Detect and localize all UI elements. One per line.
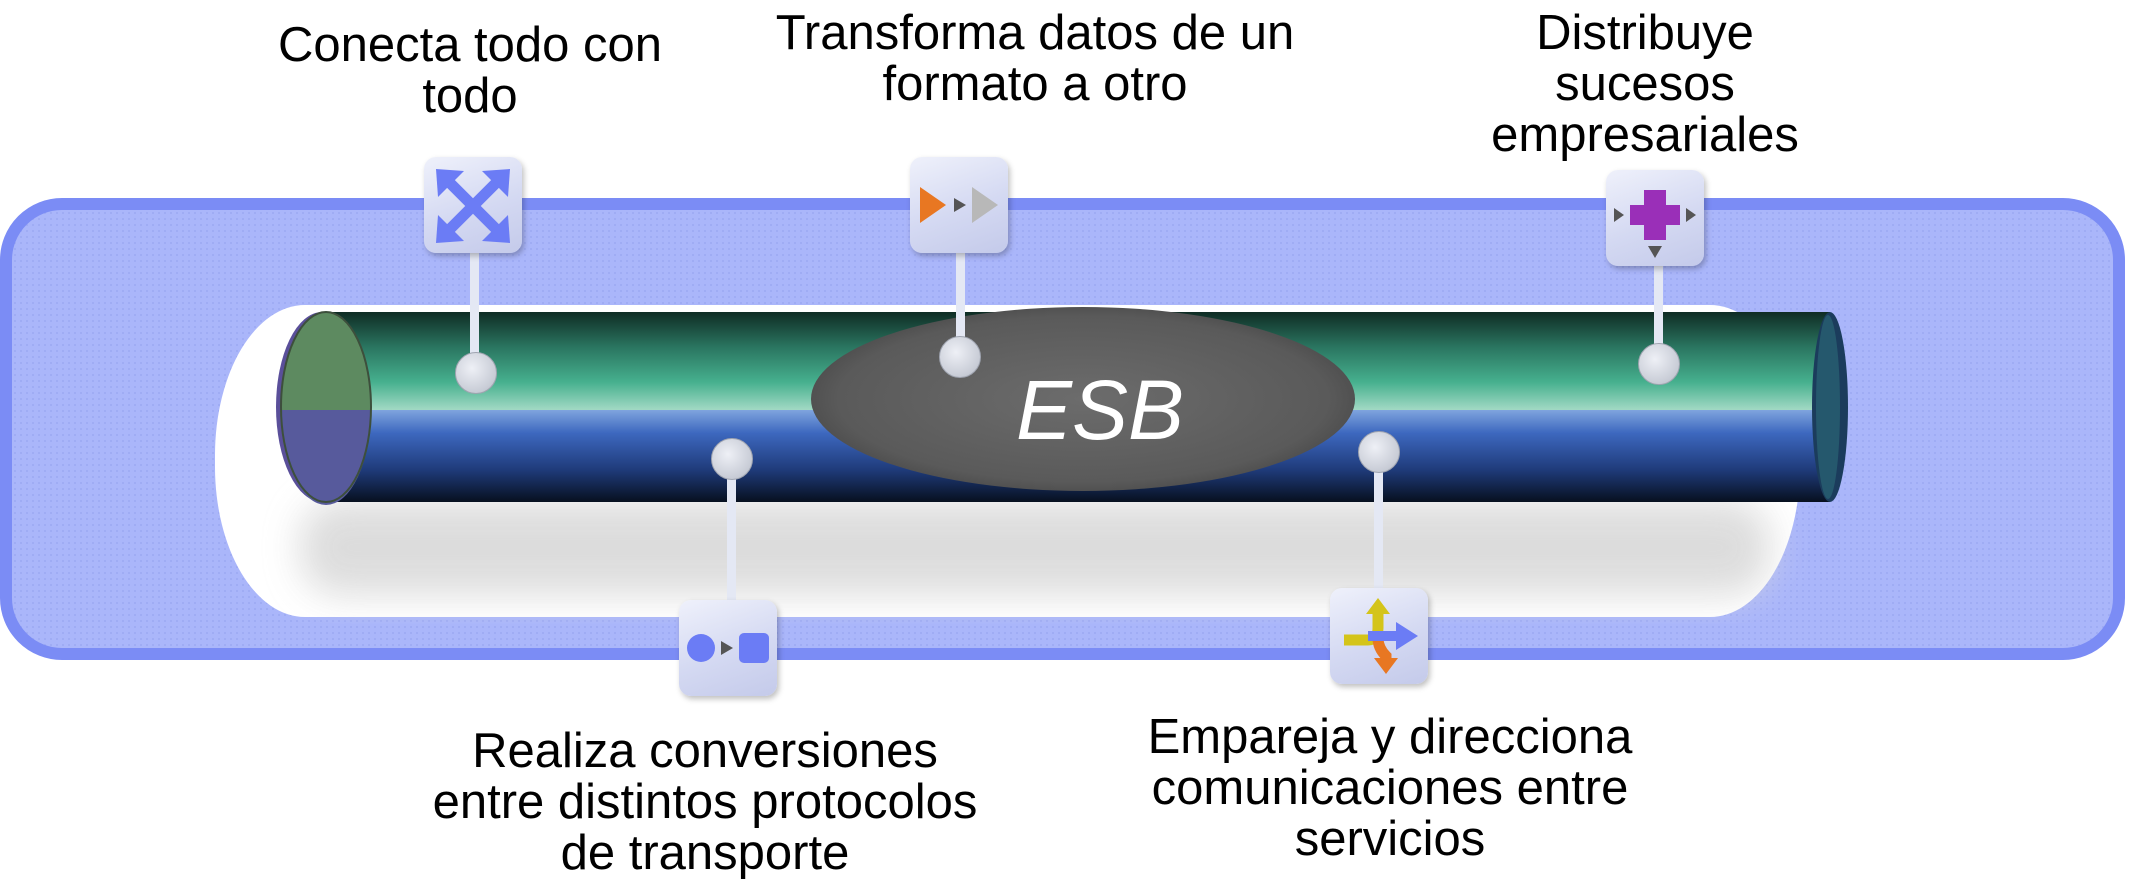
esb-label: ESB xyxy=(1015,363,1185,457)
connect-pin-knob xyxy=(455,352,497,394)
cross-distribute-icon xyxy=(1614,190,1696,258)
convert-tile xyxy=(679,600,777,696)
distribute-pin-stem xyxy=(1654,265,1663,363)
pipe-shadow xyxy=(300,500,1770,595)
transform-label: Transforma datos de un formato a otro xyxy=(735,8,1335,110)
convert-label: Realiza conversiones entre distintos pro… xyxy=(380,726,1030,879)
circle-to-square-icon xyxy=(687,633,769,663)
route-label-line-2: comunicaciones entre xyxy=(1151,761,1629,815)
distribute-label: Distribuye sucesos empresariales xyxy=(1420,8,1870,161)
convert-label-line-2: entre distintos protocolos xyxy=(432,775,978,829)
convert-label-line-1: Realiza conversiones xyxy=(472,724,938,778)
route-label-line-3: servicios xyxy=(1294,812,1486,866)
route-pin-stem xyxy=(1374,450,1383,595)
connect-tile xyxy=(424,157,522,253)
distribute-pin-knob xyxy=(1638,343,1680,385)
distribute-label-line-3: empresariales xyxy=(1491,108,1799,162)
route-label-line-1: Empareja y direcciona xyxy=(1147,710,1633,764)
transform-tile xyxy=(910,157,1008,253)
distribute-tile xyxy=(1606,170,1704,266)
distribute-label-line-2: sucesos xyxy=(1555,57,1735,111)
connect-label-line-2: todo xyxy=(422,69,518,123)
convert-pin-stem xyxy=(727,458,736,606)
convert-label-line-3: de transporte xyxy=(560,826,850,880)
connect-label: Conecta todo con todo xyxy=(240,20,700,122)
distribute-label-line-1: Distribuye xyxy=(1536,6,1754,60)
connect-label-line-1: Conecta todo con xyxy=(277,18,663,72)
transform-label-line-1: Transforma datos de un xyxy=(775,6,1295,60)
connect-pin-stem xyxy=(470,252,479,372)
transform-pin-knob xyxy=(939,336,981,378)
expand-arrows-icon xyxy=(436,169,510,243)
transform-label-line-2: formato a otro xyxy=(882,57,1188,111)
transform-pin-stem xyxy=(956,252,965,357)
route-pin-knob xyxy=(1358,431,1400,473)
route-tile xyxy=(1330,588,1428,684)
convert-pin-knob xyxy=(711,438,753,480)
route-label: Empareja y direcciona comunicaciones ent… xyxy=(1100,712,1680,865)
triangle-flow-icon xyxy=(920,187,998,223)
route-arrows-icon xyxy=(1344,598,1418,674)
